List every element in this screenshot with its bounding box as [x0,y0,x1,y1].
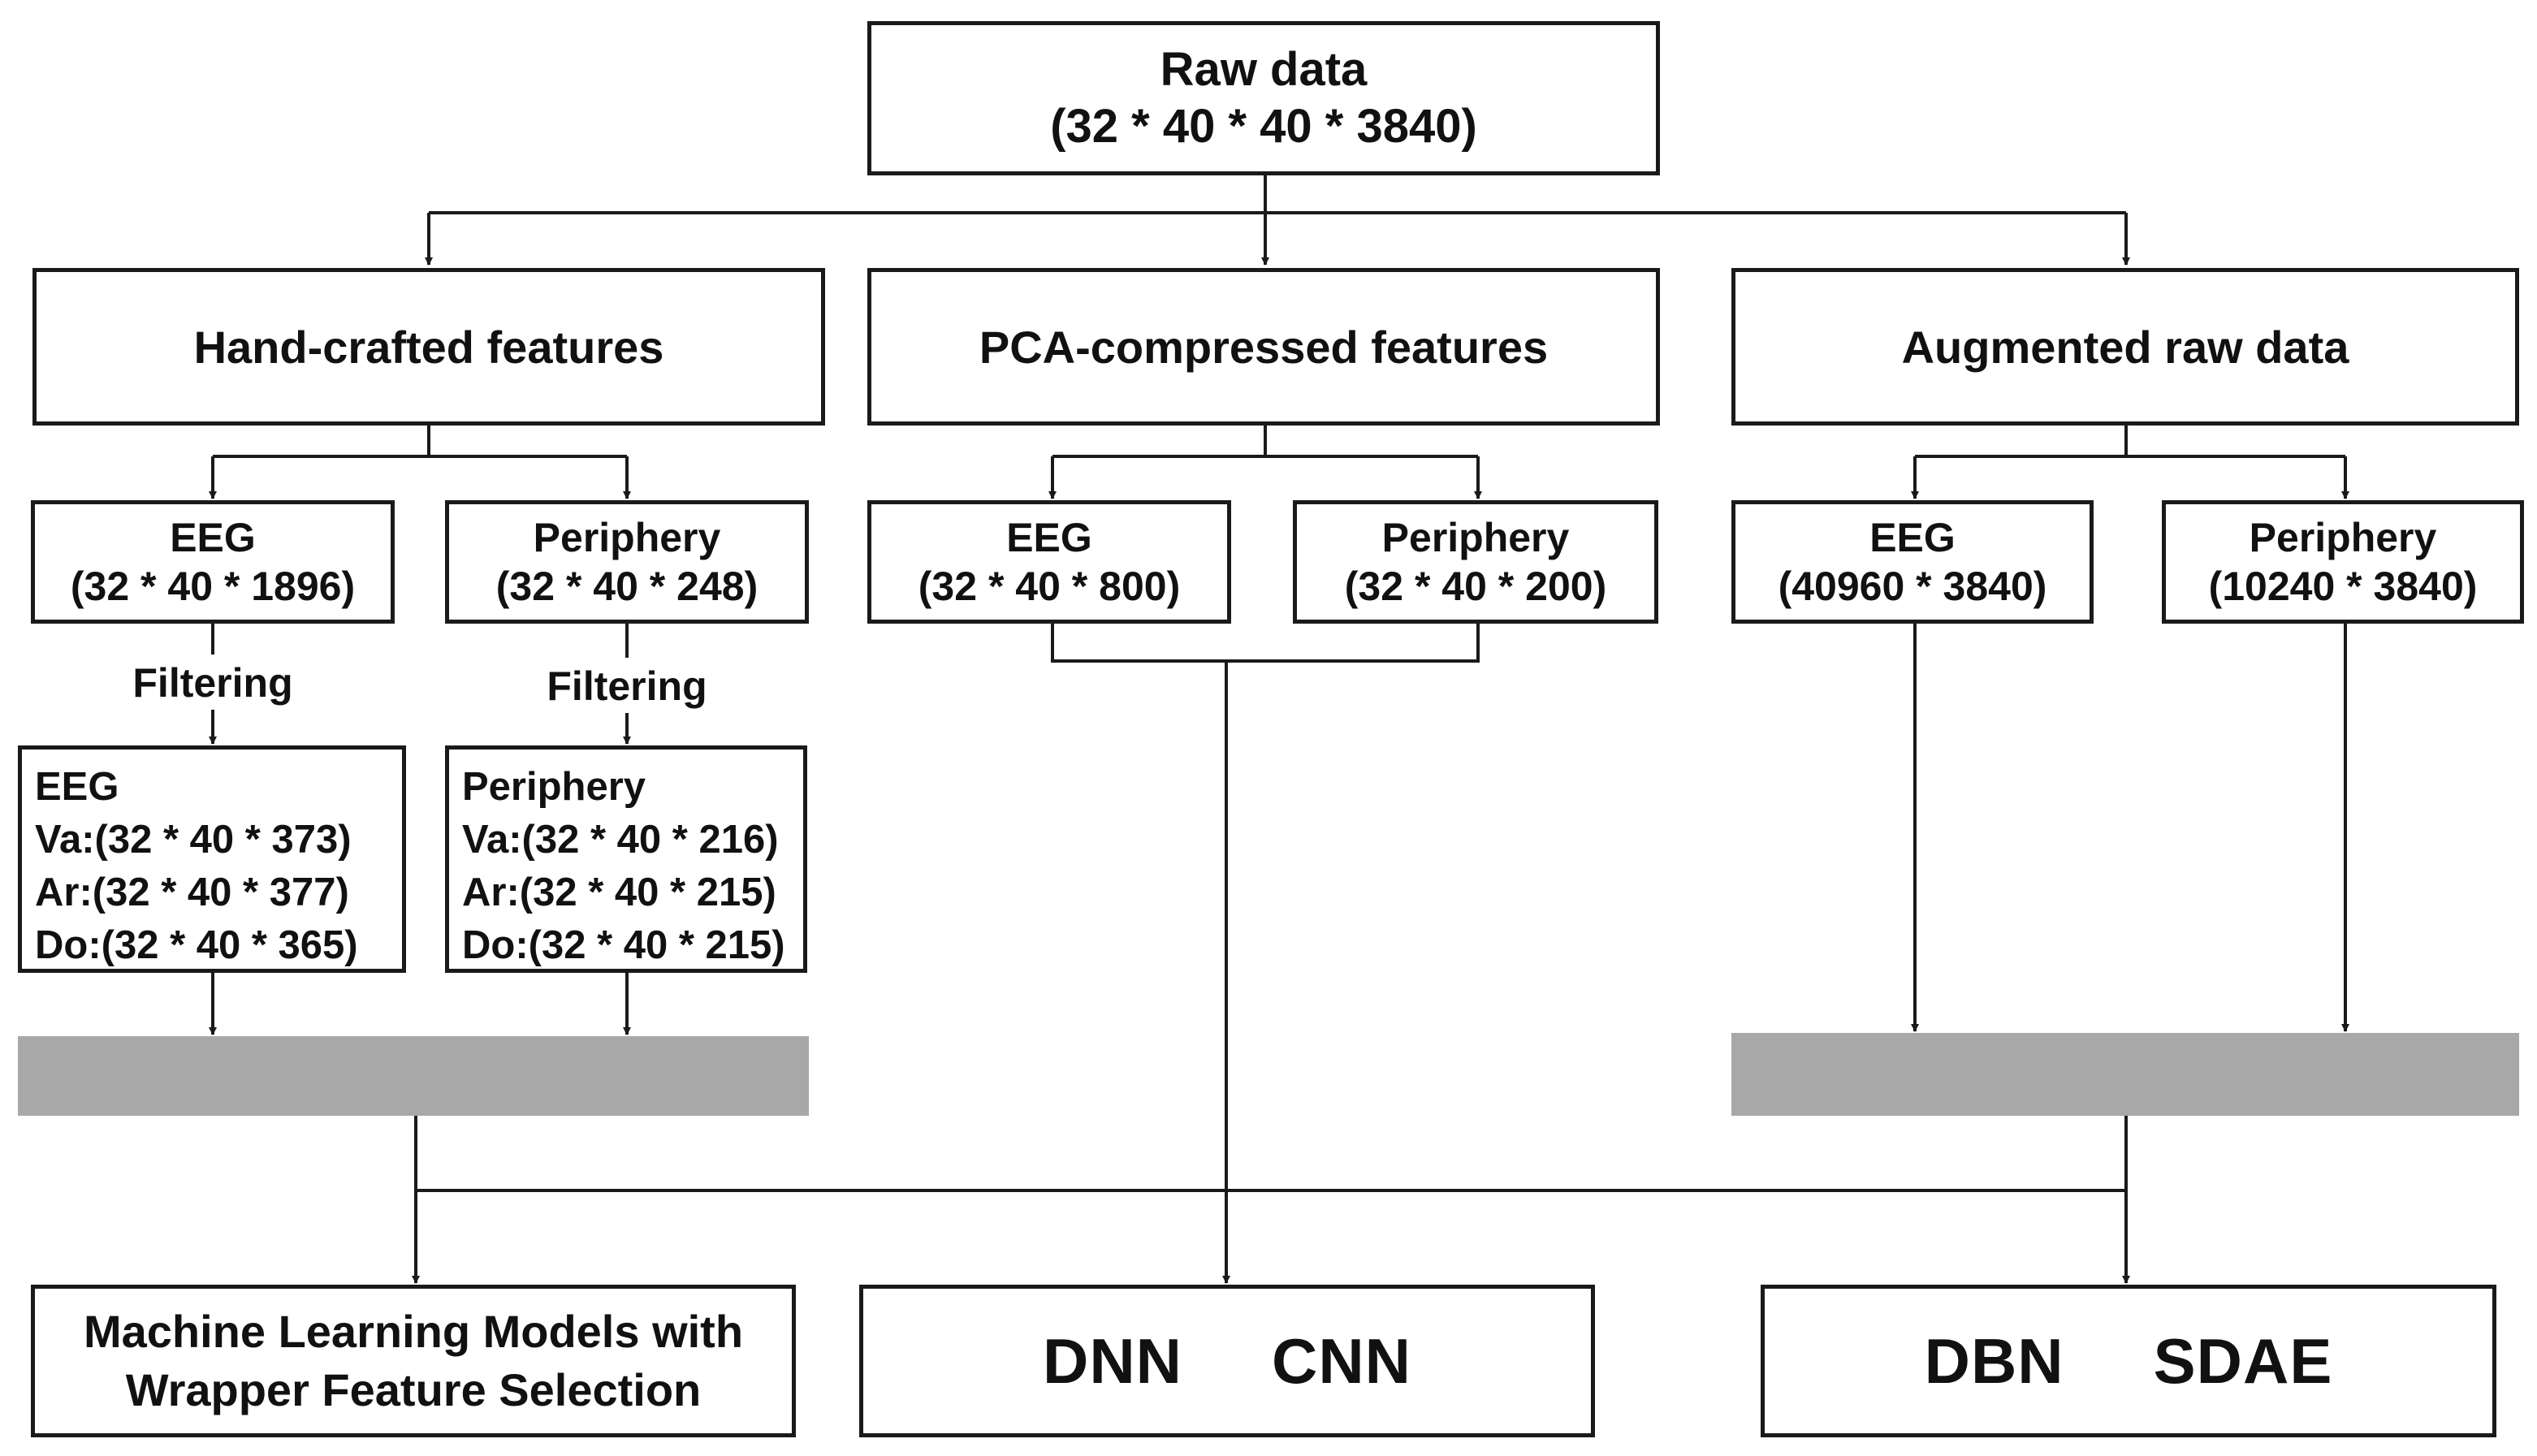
aug-eeg-box: EEG (40960 * 3840) [1731,500,2094,624]
filtered-periphery-box: Periphery Va:(32 * 40 * 216) Ar:(32 * 40… [445,745,807,973]
filtering-label-periphery: Filtering [547,663,707,709]
aug-periphery-box: Periphery (10240 * 3840) [2162,500,2524,624]
hc-eeg-box: EEG (32 * 40 * 1896) [31,500,395,624]
filtered-periphery-valence: Va:(32 * 40 * 216) [462,818,779,862]
filtered-periphery-dominance: Do:(32 * 40 * 215) [462,923,785,967]
dbn-label: DBN [1924,1324,2064,1397]
hc-periphery-dims: (32 * 40 * 248) [495,564,759,609]
ml-models-box: Machine Learning Models with Wrapper Fea… [31,1285,796,1437]
hand-crafted-features-box: Hand-crafted features [32,268,825,426]
pca-periphery-box: Periphery (32 * 40 * 200) [1293,500,1658,624]
hc-eeg-dims: (32 * 40 * 1896) [70,564,356,609]
aug-periphery-title: Periphery [2249,515,2437,560]
sdae-label: SDAE [2153,1324,2333,1397]
augmented-raw-data-label: Augmented raw data [1901,321,2349,373]
hc-eeg-title: EEG [170,515,256,560]
aug-eeg-dims: (40960 * 3840) [1778,564,2047,609]
raw-data-box: Raw data (32 * 40 * 40 * 3840) [867,21,1660,175]
ml-models-line2: Wrapper Feature Selection [125,1364,702,1415]
pca-eeg-box: EEG (32 * 40 * 800) [867,500,1231,624]
aug-periphery-dims: (10240 * 3840) [2208,564,2478,609]
pca-eeg-dims: (32 * 40 * 800) [918,564,1181,609]
pca-periphery-dims: (32 * 40 * 200) [1344,564,1607,609]
filtering-label-eeg: Filtering [132,660,293,706]
filtered-eeg-box: EEG Va:(32 * 40 * 373) Ar:(32 * 40 * 377… [18,745,406,973]
filtered-eeg-dominance: Do:(32 * 40 * 365) [35,923,358,967]
cnn-label: CNN [1272,1324,1411,1397]
augmented-raw-data-box: Augmented raw data [1731,268,2519,426]
connector-pca-merge [1051,624,1480,663]
deep-models-2-labels: DBN SDAE [1925,1324,2333,1398]
pca-periphery-title: Periphery [1381,515,1570,560]
raw-data-title: Raw data [1160,43,1368,96]
filtered-periphery-arousal: Ar:(32 * 40 * 215) [462,871,776,914]
dnn-label: DNN [1043,1324,1182,1397]
hc-periphery-box: Periphery (32 * 40 * 248) [445,500,809,624]
raw-data-dims: (32 * 40 * 40 * 3840) [1050,100,1477,153]
ml-models-line1: Machine Learning Models with [83,1306,744,1357]
pca-compressed-features-label: PCA-compressed features [979,321,1549,373]
filtered-eeg-title: EEG [35,765,119,809]
filtered-eeg-arousal: Ar:(32 * 40 * 377) [35,871,349,914]
deep-models-box-1: DNN CNN [859,1285,1595,1437]
hand-crafted-features-label: Hand-crafted features [193,321,664,373]
hc-periphery-title: Periphery [533,515,721,560]
filtered-periphery-title: Periphery [462,765,646,809]
pca-compressed-features-box: PCA-compressed features [867,268,1660,426]
aug-eeg-title: EEG [1869,515,1956,560]
augmented-merge-bar [1731,1033,2519,1116]
filtered-eeg-valence: Va:(32 * 40 * 373) [35,818,352,862]
deep-models-box-2: DBN SDAE [1761,1285,2496,1437]
deep-models-1-labels: DNN CNN [1043,1324,1411,1398]
pca-eeg-title: EEG [1006,515,1092,560]
hand-crafted-merge-bar [18,1036,809,1116]
